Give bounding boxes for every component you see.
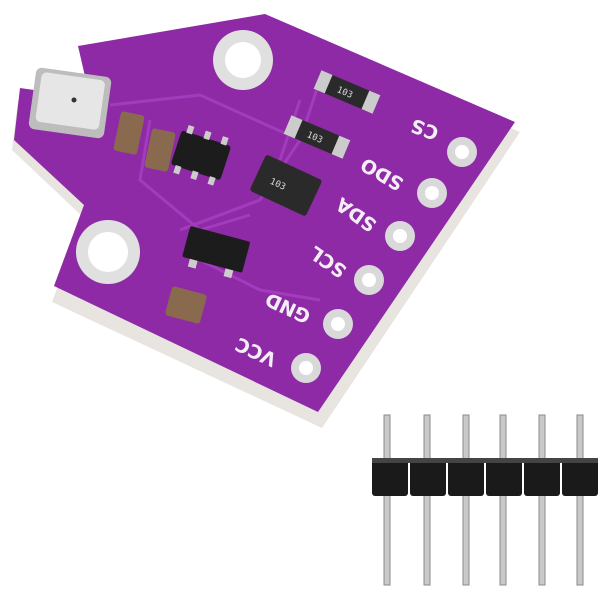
mosfet-array-chip: 103 [250, 155, 322, 216]
mounting-hole [213, 30, 273, 90]
capacitor [113, 111, 145, 155]
pin-pads [291, 137, 477, 383]
mounting-hole [76, 220, 140, 284]
transistor [182, 226, 250, 279]
pin-header [372, 414, 598, 586]
resistor: 103 [283, 115, 351, 159]
pcb-board [14, 14, 515, 412]
regulator-chip [171, 125, 231, 186]
pressure-sensor-chip [28, 67, 112, 139]
resistor: 103 [313, 70, 381, 114]
capacitor [144, 128, 176, 172]
capacitor [165, 286, 207, 324]
